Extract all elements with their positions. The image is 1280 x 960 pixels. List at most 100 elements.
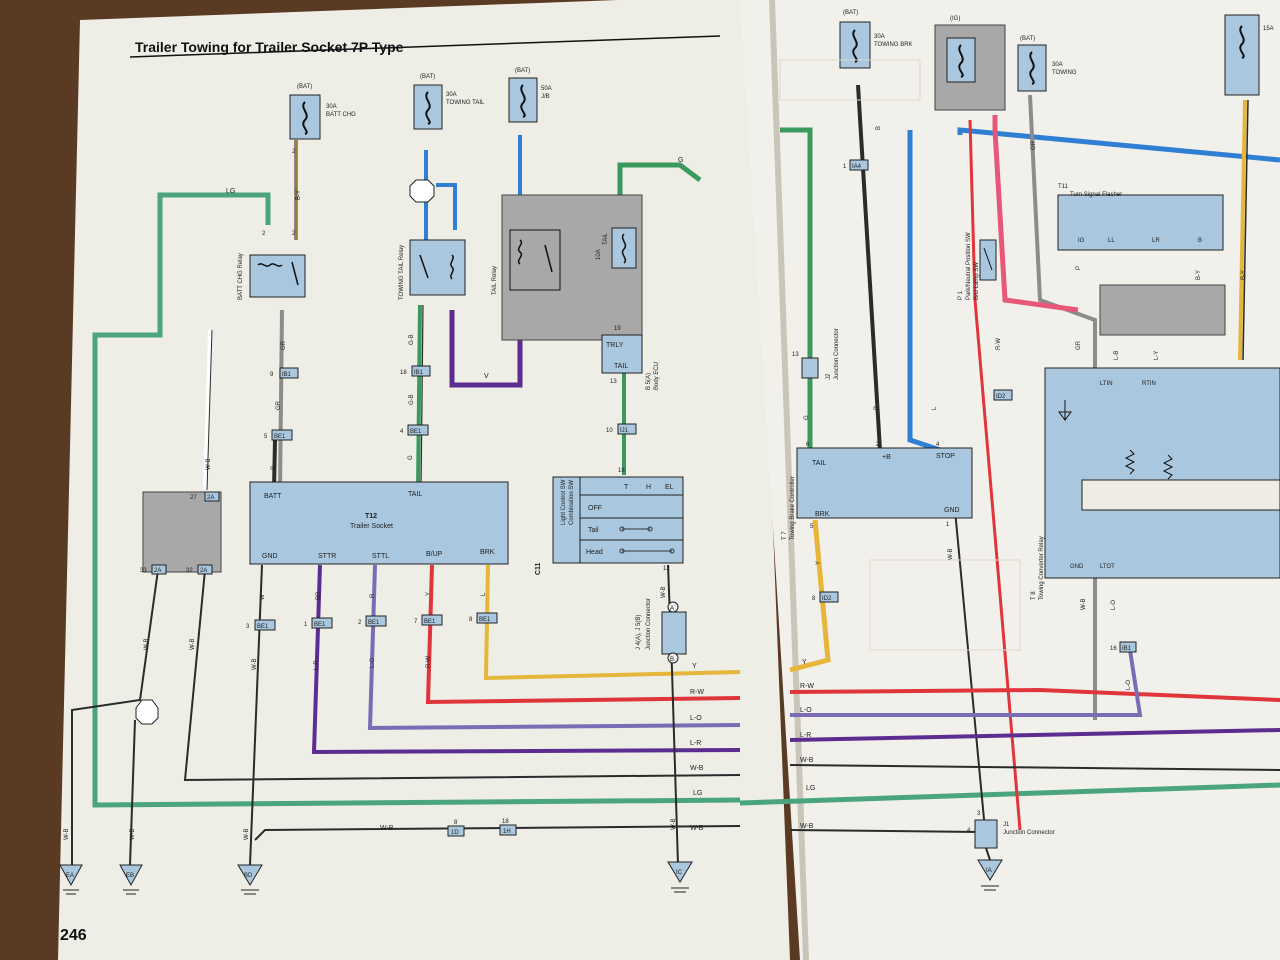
wire-g [617,162,702,195]
svg-text:10A: 10A [596,249,602,260]
junction-j2: J2 Junction Connector [801,328,840,380]
svg-text:30A: 30A [326,104,337,110]
connector-be1-d [311,617,333,629]
wire-l-right [907,130,941,453]
svg-text:18: 18 [400,370,407,376]
svg-text:3: 3 [246,624,250,630]
svg-text:B-Y: B-Y [1196,270,1202,280]
fuse-jb: (BAT) 50A J/B [508,68,552,123]
batt-chg-relay: BATT CHG Relay [238,253,306,300]
svg-text:TAIL: TAIL [408,491,422,498]
svg-text:19: 19 [614,326,621,332]
svg-text:B: B [876,126,882,130]
svg-text:GR: GR [1076,340,1082,350]
svg-text:BATT CHG: BATT CHG [326,112,356,118]
svg-text:B/U Lamp SW: B/U Lamp SW [974,262,980,300]
svg-text:6: 6 [806,442,810,448]
svg-text:TAIL: TAIL [603,232,609,245]
svg-text:18: 18 [502,819,509,825]
svg-text:8: 8 [469,617,473,623]
svg-text:Head: Head [586,549,603,556]
body-ecu: TRLY TAIL B 5(A) Body ECU [601,334,660,390]
svg-text:BATT CHG Relay: BATT CHG Relay [238,253,244,300]
svg-text:W-B: W-B [800,757,814,764]
svg-text:STTR: STTR [318,553,336,560]
svg-text:(BAT): (BAT) [1020,36,1035,42]
svg-text:R-W: R-W [426,656,432,668]
svg-text:TOWING BRK: TOWING BRK [874,42,913,48]
svg-text:V: V [484,373,489,380]
svg-text:TAIL Relay: TAIL Relay [492,266,498,295]
svg-text:30A: 30A [1052,62,1063,68]
svg-text:W-B: W-B [206,458,212,470]
svg-text:IB1: IB1 [1122,646,1132,652]
svg-text:Towing Converter Relay: Towing Converter Relay [1039,536,1045,600]
fuse-batt-chg: (BAT) 30A BATT CHG [289,84,356,140]
svg-text:R: R [370,593,376,598]
svg-text:1: 1 [843,164,847,170]
wire-w [249,564,263,866]
svg-text:Park/Neutral Position SW: Park/Neutral Position SW [966,232,972,300]
svg-text:BE1: BE1 [257,624,269,630]
svg-text:L-O: L-O [1111,600,1117,610]
svg-text:L-B: L-B [1114,351,1120,360]
svg-text:R-W: R-W [996,338,1002,350]
svg-text:B: B [1198,238,1202,244]
wire-b-right [856,84,882,451]
svg-text:L-R: L-R [800,732,811,739]
svg-text:2: 2 [876,442,880,448]
svg-text:Combination SW: Combination SW [569,480,575,525]
svg-text:5: 5 [264,434,268,440]
svg-text:Turn Signal Flasher: Turn Signal Flasher [1070,192,1122,198]
svg-text:4: 4 [936,442,940,448]
connector-1d [447,825,465,837]
trailer-socket-t12: BATT TAIL T12 Trailer Socket GND STTR ST… [249,481,509,565]
svg-text:LG: LG [693,790,702,797]
connector-ib1-right [1119,641,1137,653]
svg-text:BE1: BE1 [410,429,422,435]
svg-text:W-B: W-B [671,818,677,830]
svg-text:B: B [670,657,674,663]
ground-bd: BD [237,864,263,895]
fuse-far-right: 15A [1224,14,1274,96]
wire-gr [278,309,284,491]
ground-ic: IC [667,861,693,893]
svg-text:IB1: IB1 [414,370,424,376]
svg-text:B/UP: B/UP [426,551,443,558]
faded-table-b [869,559,1021,651]
svg-text:GR: GR [1031,140,1037,150]
svg-text:32: 32 [186,568,193,574]
svg-text:Junction Connector: Junction Connector [834,328,840,380]
svg-text:IA: IA [986,868,992,874]
svg-text:T12: T12 [365,513,377,520]
svg-text:T 7: T 7 [782,531,788,540]
wire-p-right [992,115,1079,313]
splice-point-b [409,179,435,203]
svg-text:L-R: L-R [690,740,701,747]
svg-text:2A: 2A [154,568,161,574]
connector-be1-f [421,614,443,626]
svg-text:18: 18 [618,468,625,474]
svg-text:W: W [260,594,266,600]
svg-text:2A: 2A [200,568,207,574]
svg-text:12: 12 [663,566,670,572]
svg-text:2: 2 [262,231,266,237]
ground-ia: IA [977,859,1003,891]
wire-y [483,564,741,681]
wire-wb-bottom [254,825,741,841]
svg-text:STOP: STOP [936,453,955,460]
ground-ea: EA [59,864,83,895]
wire-lg-right [739,782,1280,806]
wire-rw-right [968,119,1022,831]
svg-text:BE1: BE1 [424,619,436,625]
turn-signal-flasher: T11 Turn Signal Flasher IG LL LR B [1057,184,1224,251]
svg-text:G-B: G-B [409,394,415,405]
svg-text:G-B: G-B [409,334,415,345]
pnp-switch: P 1 Park/Neutral Position SW B/U Lamp SW [958,232,997,300]
svg-text:2: 2 [358,620,362,626]
svg-text:W-B: W-B [144,638,150,650]
svg-text:L: L [932,406,938,410]
svg-text:1D: 1D [451,830,459,836]
junction-j4-j5: A B J 4(A), J 5(B) Junction Connector [636,598,687,664]
